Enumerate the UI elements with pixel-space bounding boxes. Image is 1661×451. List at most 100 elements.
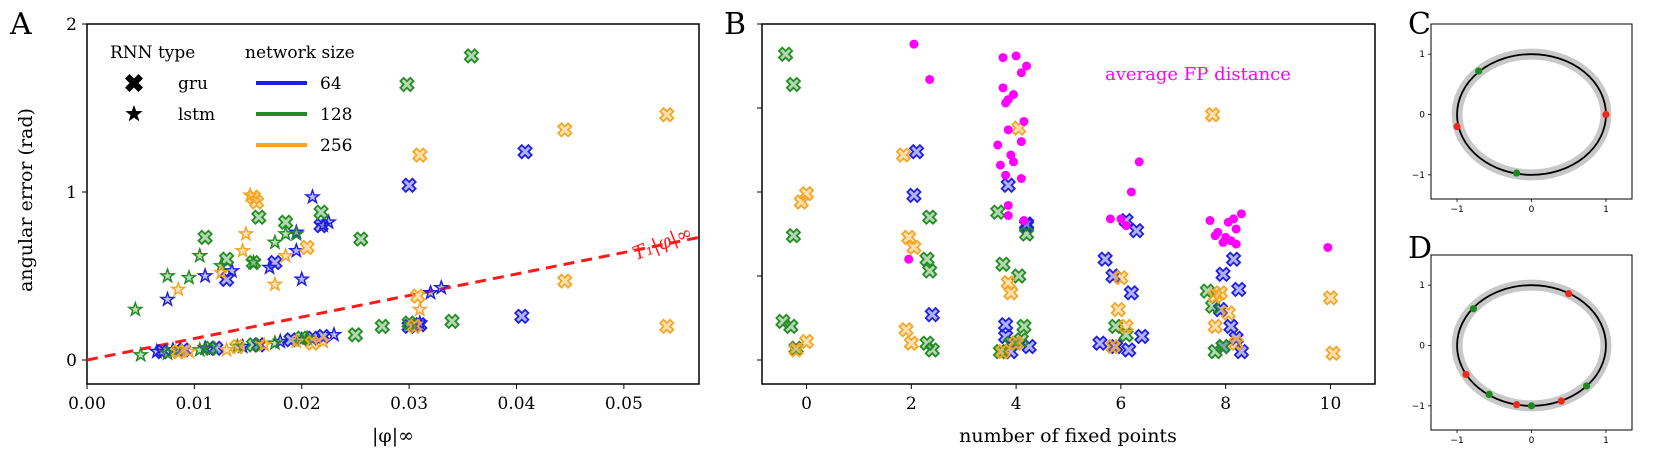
chart-a-points — [128, 48, 675, 362]
legend-size-title: network size — [245, 43, 355, 63]
chart-a-lstm-point — [128, 302, 143, 316]
chart-a-lstm-point — [133, 347, 148, 362]
chart-a-lstm-point — [305, 189, 320, 204]
chart-b-xtick-label: 8 — [1220, 394, 1231, 414]
chart-b-point — [1134, 329, 1150, 344]
fp-distance-point — [1016, 174, 1026, 184]
panel-label-c: C — [1408, 7, 1431, 42]
chart-a-lstm-point — [267, 276, 283, 291]
fp-distance-point — [1008, 157, 1018, 167]
chart-b-point — [1110, 302, 1126, 318]
chart-a-gru-point — [313, 204, 329, 220]
chart-b-point — [1121, 342, 1137, 358]
chart-b-xtick-label: 0 — [801, 394, 812, 414]
chart-a-gru-point — [517, 144, 533, 160]
legend-256-label: 256 — [320, 136, 352, 156]
chart-b-point — [1097, 251, 1113, 267]
panel-label-a: A — [9, 7, 32, 42]
chart-a-gru-point — [353, 231, 369, 247]
ring-ytick-label: 1 — [1419, 281, 1425, 291]
fp-distance-point — [1019, 116, 1029, 126]
fp-distance-point — [998, 83, 1008, 93]
fp-distance-point — [904, 254, 914, 264]
fp-distance-point — [1231, 224, 1241, 234]
unstable-fixed-point — [1565, 290, 1573, 298]
fp-distance-point — [1016, 137, 1026, 147]
panel-label-b: B — [724, 7, 746, 42]
fp-distance-point — [1003, 95, 1013, 105]
legend-64-label: 64 — [320, 74, 342, 94]
chart-b-frame — [761, 23, 1376, 385]
chart-a-lstm-point — [235, 243, 250, 258]
chart-a-gru-point — [251, 209, 267, 225]
chart-a-gru-point — [557, 122, 573, 138]
chart-b-xtick-label: 10 — [1320, 394, 1342, 414]
ring-ytick-label: 0 — [1419, 111, 1425, 121]
chart-a-xtick-label: 0.05 — [605, 394, 643, 414]
stable-fixed-point — [1469, 305, 1478, 313]
chart-a-gru-point — [463, 48, 479, 64]
fp-distance-point — [1134, 157, 1144, 167]
fp-distance-point — [1105, 214, 1115, 224]
chart-b-point — [924, 307, 940, 323]
chart-b-point — [1000, 177, 1016, 193]
fp-distance-point — [1019, 216, 1029, 226]
chart-a-gru-point — [347, 327, 363, 343]
chart-a-gru-point — [659, 107, 675, 123]
chart-b-xtick-label: 2 — [906, 394, 917, 414]
chart-a-gru-point — [299, 239, 315, 255]
chart-b-point — [1322, 290, 1338, 306]
legend-gru-icon — [125, 74, 143, 92]
stable-fixed-point — [1513, 169, 1521, 177]
legend-lstm-icon — [125, 104, 143, 122]
chart-a-gru-point — [557, 273, 573, 289]
chart-a-gru-point — [374, 318, 390, 334]
panel-label-d: D — [1408, 231, 1432, 266]
ring-ytick-label: 1 — [1419, 50, 1425, 60]
chart-a-xtick-label: 0.02 — [283, 394, 321, 414]
stable-fixed-point — [1582, 382, 1591, 390]
chart-b-xlabel: number of fixed points — [959, 425, 1177, 447]
legend-rnn-title: RNN type — [110, 43, 195, 63]
ring-ytick-label: −1 — [1412, 402, 1425, 412]
chart-b-point — [785, 228, 801, 244]
chart-a-lstm-point — [423, 285, 438, 300]
chart-a-lstm-point — [197, 268, 213, 283]
chart-a-gru-point — [514, 308, 530, 324]
fp-distance-point — [1231, 239, 1241, 249]
chart-b-point — [903, 335, 919, 351]
unstable-fixed-point — [1453, 122, 1461, 131]
chart-a-lstm-point — [181, 270, 197, 284]
chart-a-gru-point — [412, 147, 428, 163]
chart-a-lstm-point — [160, 268, 175, 283]
chart-a-gru-point — [401, 177, 417, 193]
chart-a-lstm-point — [238, 226, 254, 241]
chart-a-lstm-point — [267, 234, 283, 249]
stable-fixed-point — [1485, 390, 1493, 398]
chart-b-point — [995, 256, 1011, 272]
reference-line-label: T₁|φ|∞ — [630, 221, 696, 265]
fp-distance-point — [1323, 242, 1333, 252]
ring-xtick-label: 1 — [1603, 205, 1609, 215]
ring-xtick-label: 1 — [1603, 436, 1609, 446]
ring-xtick-label: 0 — [1529, 205, 1535, 215]
fp-distance-point — [995, 160, 1005, 170]
unstable-fixed-point — [1513, 401, 1521, 409]
chart-a-gru-point — [444, 313, 460, 329]
ring-ytick-label: 0 — [1419, 342, 1425, 352]
chart-b-point — [1215, 266, 1231, 282]
fp-distance-point — [1218, 237, 1228, 247]
chart-b-point — [1226, 251, 1242, 267]
chart-b-point — [990, 204, 1006, 220]
chart-a-lstm-point — [412, 302, 428, 316]
fp-distance-point — [1003, 125, 1013, 135]
ring-xtick-label: −1 — [1450, 436, 1463, 446]
fp-distance-point — [1003, 200, 1013, 210]
fp-distance-point — [998, 53, 1008, 63]
fp-distance-point — [909, 39, 919, 49]
chart-a-lstm-point — [278, 226, 293, 241]
